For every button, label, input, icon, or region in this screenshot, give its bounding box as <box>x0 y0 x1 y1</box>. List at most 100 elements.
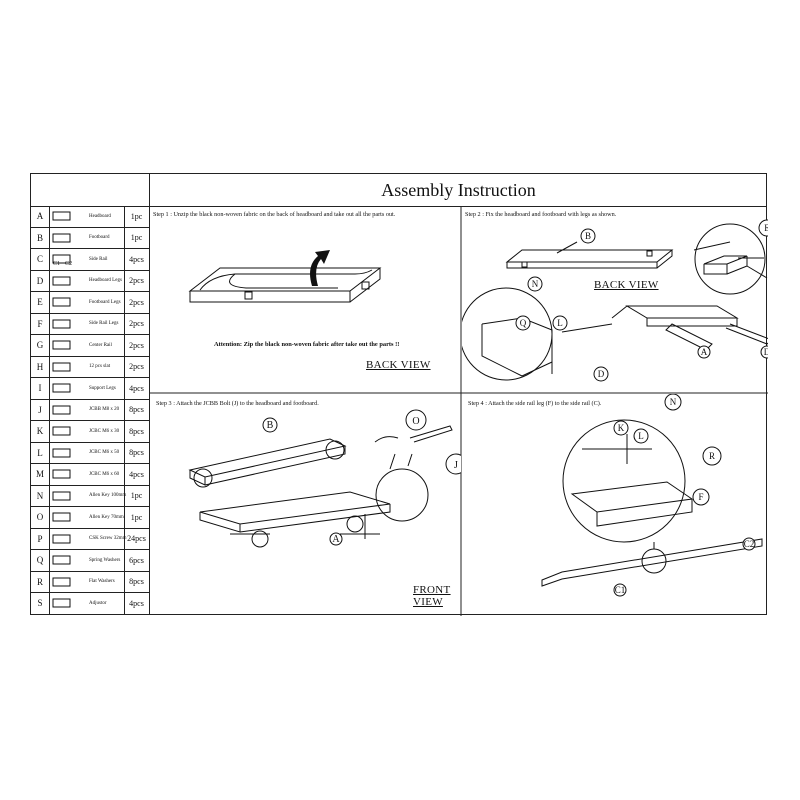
headboard-leg-icon <box>52 276 71 285</box>
part-quantity: 2pcs <box>129 340 144 350</box>
part-letter: K <box>31 421 50 442</box>
step-4-text: Step 4 : Attach the side rail leg (F) to… <box>468 400 602 407</box>
part-letter: Q <box>31 550 50 571</box>
part-sublabel: C1 <box>53 261 61 267</box>
part-picture-cell: JCBC M6 x 50 <box>49 442 125 463</box>
allen-key-icon <box>52 491 71 500</box>
part-name: Footboard <box>89 235 110 240</box>
part-quantity: 1pc <box>130 211 143 221</box>
parts-list-row: M JCBC M6 x 60 4pcs <box>31 464 149 486</box>
part-letter: O <box>31 507 50 528</box>
part-letter: M <box>31 464 50 485</box>
part-quantity: 2pcs <box>129 297 144 307</box>
panel-grid <box>150 206 768 616</box>
part-letter: I <box>31 378 50 399</box>
part-quantity: 8pcs <box>129 426 144 436</box>
part-quantity: 24pcs <box>127 534 146 544</box>
part-letter: H <box>31 356 50 377</box>
callout-d: D <box>598 369 605 379</box>
part-name: CSK Screw 32mm <box>89 536 127 541</box>
footboard-leg-icon <box>52 297 71 307</box>
side-rail-icon <box>52 254 71 264</box>
part-quantity: 2pcs <box>129 276 144 286</box>
part-quantity: 8pcs <box>129 577 144 587</box>
bolt-icon <box>52 469 71 479</box>
parts-list-row: H 12 pcs slat 2pcs <box>31 356 149 378</box>
step-2-text: Step 2 : Fix the headboard and footboard… <box>465 211 617 218</box>
callout-n: N <box>670 397 677 407</box>
callout-n: N <box>532 279 539 289</box>
part-picture-cell: 12 pcs slat <box>49 356 125 377</box>
callout-c1: C1 <box>615 585 626 595</box>
part-picture-cell: Spring Washers <box>49 550 125 571</box>
center-rail-icon <box>52 340 71 350</box>
parts-list-header <box>31 174 149 207</box>
part-letter: J <box>31 399 50 420</box>
screw-icon <box>52 534 71 543</box>
part-letter: P <box>31 528 50 549</box>
flat-washer-icon <box>52 577 71 586</box>
parts-list-row: K JCBC M6 x 30 8pcs <box>31 421 149 443</box>
part-quantity: 4pcs <box>129 254 144 264</box>
part-name: Headboard Legs <box>89 278 122 283</box>
step-3-diagram: B O J A <box>188 409 461 548</box>
part-name: Side Rail <box>89 256 108 262</box>
step-1-view-label: BACK VIEW <box>366 359 431 371</box>
part-quantity: 1pc <box>130 512 143 522</box>
part-name: JCBC M6 x 50 <box>89 450 120 455</box>
step-3-text: Step 3 : Attach the JCBB Bolt (J) to the… <box>156 400 319 407</box>
part-picture-cell: CSK Screw 32mm <box>49 528 127 549</box>
step-3-view-label: FRONT VIEW <box>413 584 451 608</box>
headboard-icon <box>52 211 71 221</box>
part-letter: G <box>31 335 50 356</box>
part-letter: N <box>31 485 50 506</box>
side-rail-leg-icon <box>52 319 71 328</box>
part-picture-cell: Side Rail Legs <box>49 313 125 334</box>
part-letter: S <box>31 593 50 614</box>
callout-l: L <box>638 431 644 441</box>
part-picture-cell: Allen Key 100mm <box>49 485 126 506</box>
part-quantity: 4pcs <box>129 469 144 479</box>
rotation-arrow-icon <box>374 436 399 443</box>
part-name: JCBC M6 x 30 <box>89 428 120 434</box>
callout-f: F <box>698 492 703 502</box>
bolt-icon <box>52 426 71 436</box>
part-letter: L <box>31 442 50 463</box>
part-name: Footboard Legs <box>89 299 121 305</box>
part-name: Support Legs <box>89 385 116 391</box>
footboard-icon <box>52 233 71 242</box>
part-quantity: 2pcs <box>129 362 144 372</box>
slat-icon <box>52 362 71 371</box>
part-name: 12 pcs slat <box>89 364 111 369</box>
parts-list-row: G Center Rail 2pcs <box>31 335 149 357</box>
part-picture-cell: Footboard <box>49 227 125 248</box>
step-2-view-label: BACK VIEW <box>594 279 659 291</box>
part-name: JCBC M6 x 60 <box>89 471 120 477</box>
part-picture-cell: Center Rail <box>49 335 125 356</box>
part-letter: F <box>31 313 50 334</box>
callout-d: D <box>764 347 768 357</box>
part-name: Headboard <box>89 213 111 219</box>
part-quantity: 1pc <box>130 491 143 501</box>
part-picture-cell: JCBB M8 x 20 <box>49 399 125 420</box>
support-leg-icon <box>52 383 71 393</box>
part-picture-cell: Allen Key 70mm <box>49 507 125 528</box>
step-1-diagram <box>188 250 382 303</box>
part-letter: C <box>31 249 50 270</box>
step-2-callouts: B E L N Q L N A D D <box>515 219 768 382</box>
callout-a: A <box>332 534 340 545</box>
part-name: Center Rail <box>89 342 112 348</box>
attention-note: Attention: Zip the black non-woven fabri… <box>214 341 400 348</box>
allen-key-icon <box>52 512 71 522</box>
